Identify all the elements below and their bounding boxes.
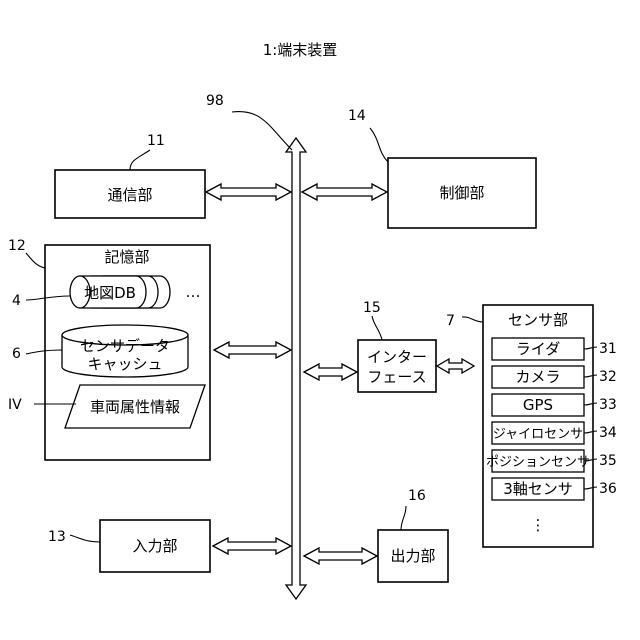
sensor-item-4-number: 34 — [599, 425, 617, 441]
interface-sensor-arrow — [437, 359, 474, 373]
bus-interface-arrow — [304, 364, 357, 380]
input-leader-line — [70, 535, 100, 542]
control-unit-number: 14 — [348, 108, 366, 124]
sensor-item-3-label: GPS — [523, 396, 553, 414]
interface-leader-line — [372, 316, 382, 340]
comm-unit-number: 11 — [147, 133, 165, 149]
input-bus-arrow — [213, 538, 291, 554]
vehicle-attr-label: 車両属性情報 — [90, 398, 180, 416]
map-db-ellipsis: … — [186, 283, 201, 301]
output-unit-number: 16 — [408, 488, 426, 504]
sensor-unit-number: 7 — [446, 313, 455, 329]
bus-output-arrow — [304, 548, 377, 564]
comm-leader-line — [130, 150, 150, 170]
bus-number: 98 — [206, 93, 224, 109]
map-db-number: 4 — [12, 293, 21, 309]
comm-bus-arrow — [206, 184, 291, 200]
sensor-unit-label: センサ部 — [508, 311, 568, 329]
bus-leader-line — [232, 111, 292, 150]
comm-unit-label: 通信部 — [107, 186, 152, 204]
sensor-item-3-number: 33 — [599, 397, 617, 413]
diagram-title: 1:端末装置 — [263, 41, 338, 59]
input-unit-label: 入力部 — [132, 537, 177, 555]
storage-unit-label: 記憶部 — [104, 248, 149, 266]
storage-bus-arrow — [214, 342, 291, 358]
sensor-item-2-number: 32 — [599, 369, 617, 385]
vehicle-attr-number: IV — [8, 397, 22, 413]
interface-label-line2: フェース — [367, 368, 426, 386]
sensor-cache-label-line1: センサデータ — [80, 337, 170, 355]
output-unit-label: 出力部 — [390, 547, 435, 565]
sensor-item-1-number: 31 — [599, 341, 617, 357]
sensor-unit-leader-line — [462, 317, 483, 322]
sensor-item-2-label: カメラ — [515, 368, 560, 386]
output-leader-line — [401, 506, 406, 530]
sensor-cache-number: 6 — [12, 346, 21, 362]
sensor-cache-label-line2: キャッシュ — [87, 355, 162, 373]
control-unit-label: 制御部 — [439, 184, 484, 202]
sensor-list-ellipsis: ⋮ — [531, 516, 546, 534]
storage-unit-number: 12 — [8, 238, 26, 254]
sensor-item-4-label: ジャイロセンサ — [493, 427, 583, 442]
control-bus-arrow — [302, 184, 387, 200]
sensor-item-5-label: ポジションセンサ — [486, 455, 590, 470]
sensor-item-5-number: 35 — [599, 453, 617, 469]
input-unit-number: 13 — [48, 529, 66, 545]
bus-arrow — [286, 138, 306, 599]
interface-label-line1: インター — [367, 348, 427, 366]
sensor-item-6-number: 36 — [599, 481, 617, 497]
map-db-label: 地図DB — [84, 284, 136, 302]
storage-leader-line — [26, 253, 45, 268]
sensor-item-6-label: 3軸センサ — [503, 480, 573, 498]
control-leader-line — [370, 128, 388, 162]
interface-number: 15 — [363, 300, 381, 316]
sensor-item-1-label: ライダ — [516, 340, 560, 358]
